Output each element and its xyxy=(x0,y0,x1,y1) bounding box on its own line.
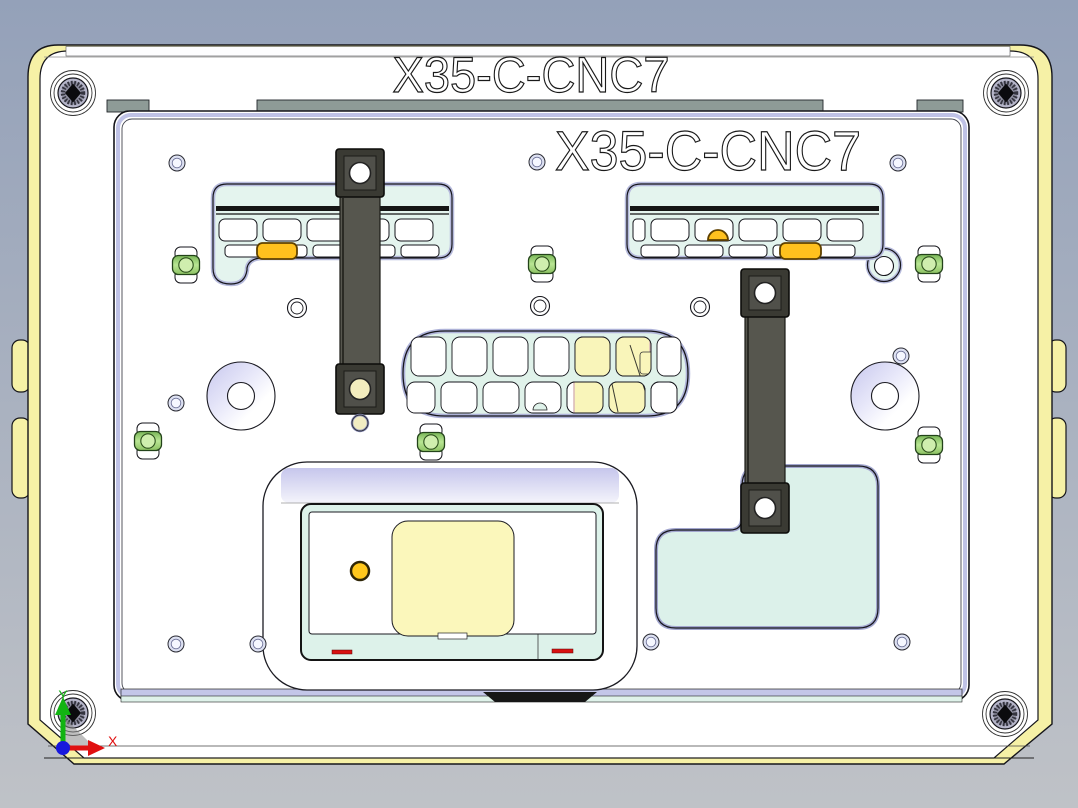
corner-bolt[interactable] xyxy=(984,71,1029,116)
grid-insert[interactable] xyxy=(400,328,691,419)
dowel-hole xyxy=(167,394,185,412)
dowel-hole xyxy=(168,154,186,172)
dowel-hole xyxy=(893,633,911,651)
dome-notch xyxy=(532,402,548,411)
pocket-chamfer-band xyxy=(281,468,619,503)
dowel-hole xyxy=(528,153,546,171)
sub-plate-engraving: X35-C-CNC7 xyxy=(555,119,861,182)
counterbore-hole xyxy=(689,296,711,318)
toggle-clamp[interactable] xyxy=(527,245,557,283)
bar-hole xyxy=(753,281,777,305)
toggle-clamp[interactable] xyxy=(914,426,944,464)
dowel-hole xyxy=(350,413,370,433)
clamp-bar[interactable] xyxy=(335,148,385,415)
x-axis-arrow xyxy=(88,740,105,756)
toggle-clamp[interactable] xyxy=(914,245,944,283)
locating-washer[interactable] xyxy=(206,361,276,431)
clamp-bar[interactable] xyxy=(740,268,790,534)
dowel-hole xyxy=(167,635,185,653)
counterbore-hole xyxy=(529,295,551,317)
x-axis-label: X xyxy=(108,733,118,749)
pocket-fixture[interactable] xyxy=(262,461,638,691)
clamp-rail[interactable] xyxy=(624,181,903,284)
toggle-clamp[interactable] xyxy=(416,423,446,461)
hook-hole xyxy=(873,255,895,277)
bar-hole xyxy=(753,496,777,520)
orange-slot xyxy=(256,242,298,260)
bar-hole xyxy=(348,377,372,401)
yellow-dome xyxy=(707,229,729,241)
bar-hole xyxy=(348,161,372,185)
counterbore-hole xyxy=(286,297,308,319)
dowel-hole xyxy=(249,635,267,653)
y-axis-arrow xyxy=(55,697,71,715)
rail-stripe xyxy=(630,206,879,211)
red-marker xyxy=(331,649,353,655)
dowel-hole xyxy=(892,347,910,365)
corner-bolt[interactable] xyxy=(983,692,1028,737)
base-plate-engraving: X35-C-CNC7 xyxy=(393,47,670,103)
axis-triad: Y X xyxy=(55,687,118,756)
rail-stripe xyxy=(216,206,449,211)
dowel-hole xyxy=(889,154,907,172)
yellow-pin[interactable] xyxy=(349,560,371,582)
toggle-clamp[interactable] xyxy=(171,246,201,284)
red-marker xyxy=(551,648,574,654)
yellow-slot xyxy=(779,242,822,260)
corner-bolt[interactable] xyxy=(51,71,96,116)
dowel-hole xyxy=(642,633,660,651)
toggle-clamp[interactable] xyxy=(133,422,163,460)
plate-top-lip xyxy=(65,46,1011,57)
locating-washer[interactable] xyxy=(850,361,920,431)
origin-dot xyxy=(56,741,70,755)
workpiece-pad xyxy=(391,520,515,637)
y-axis-label: Y xyxy=(58,687,68,703)
bottom-notch xyxy=(483,692,597,702)
